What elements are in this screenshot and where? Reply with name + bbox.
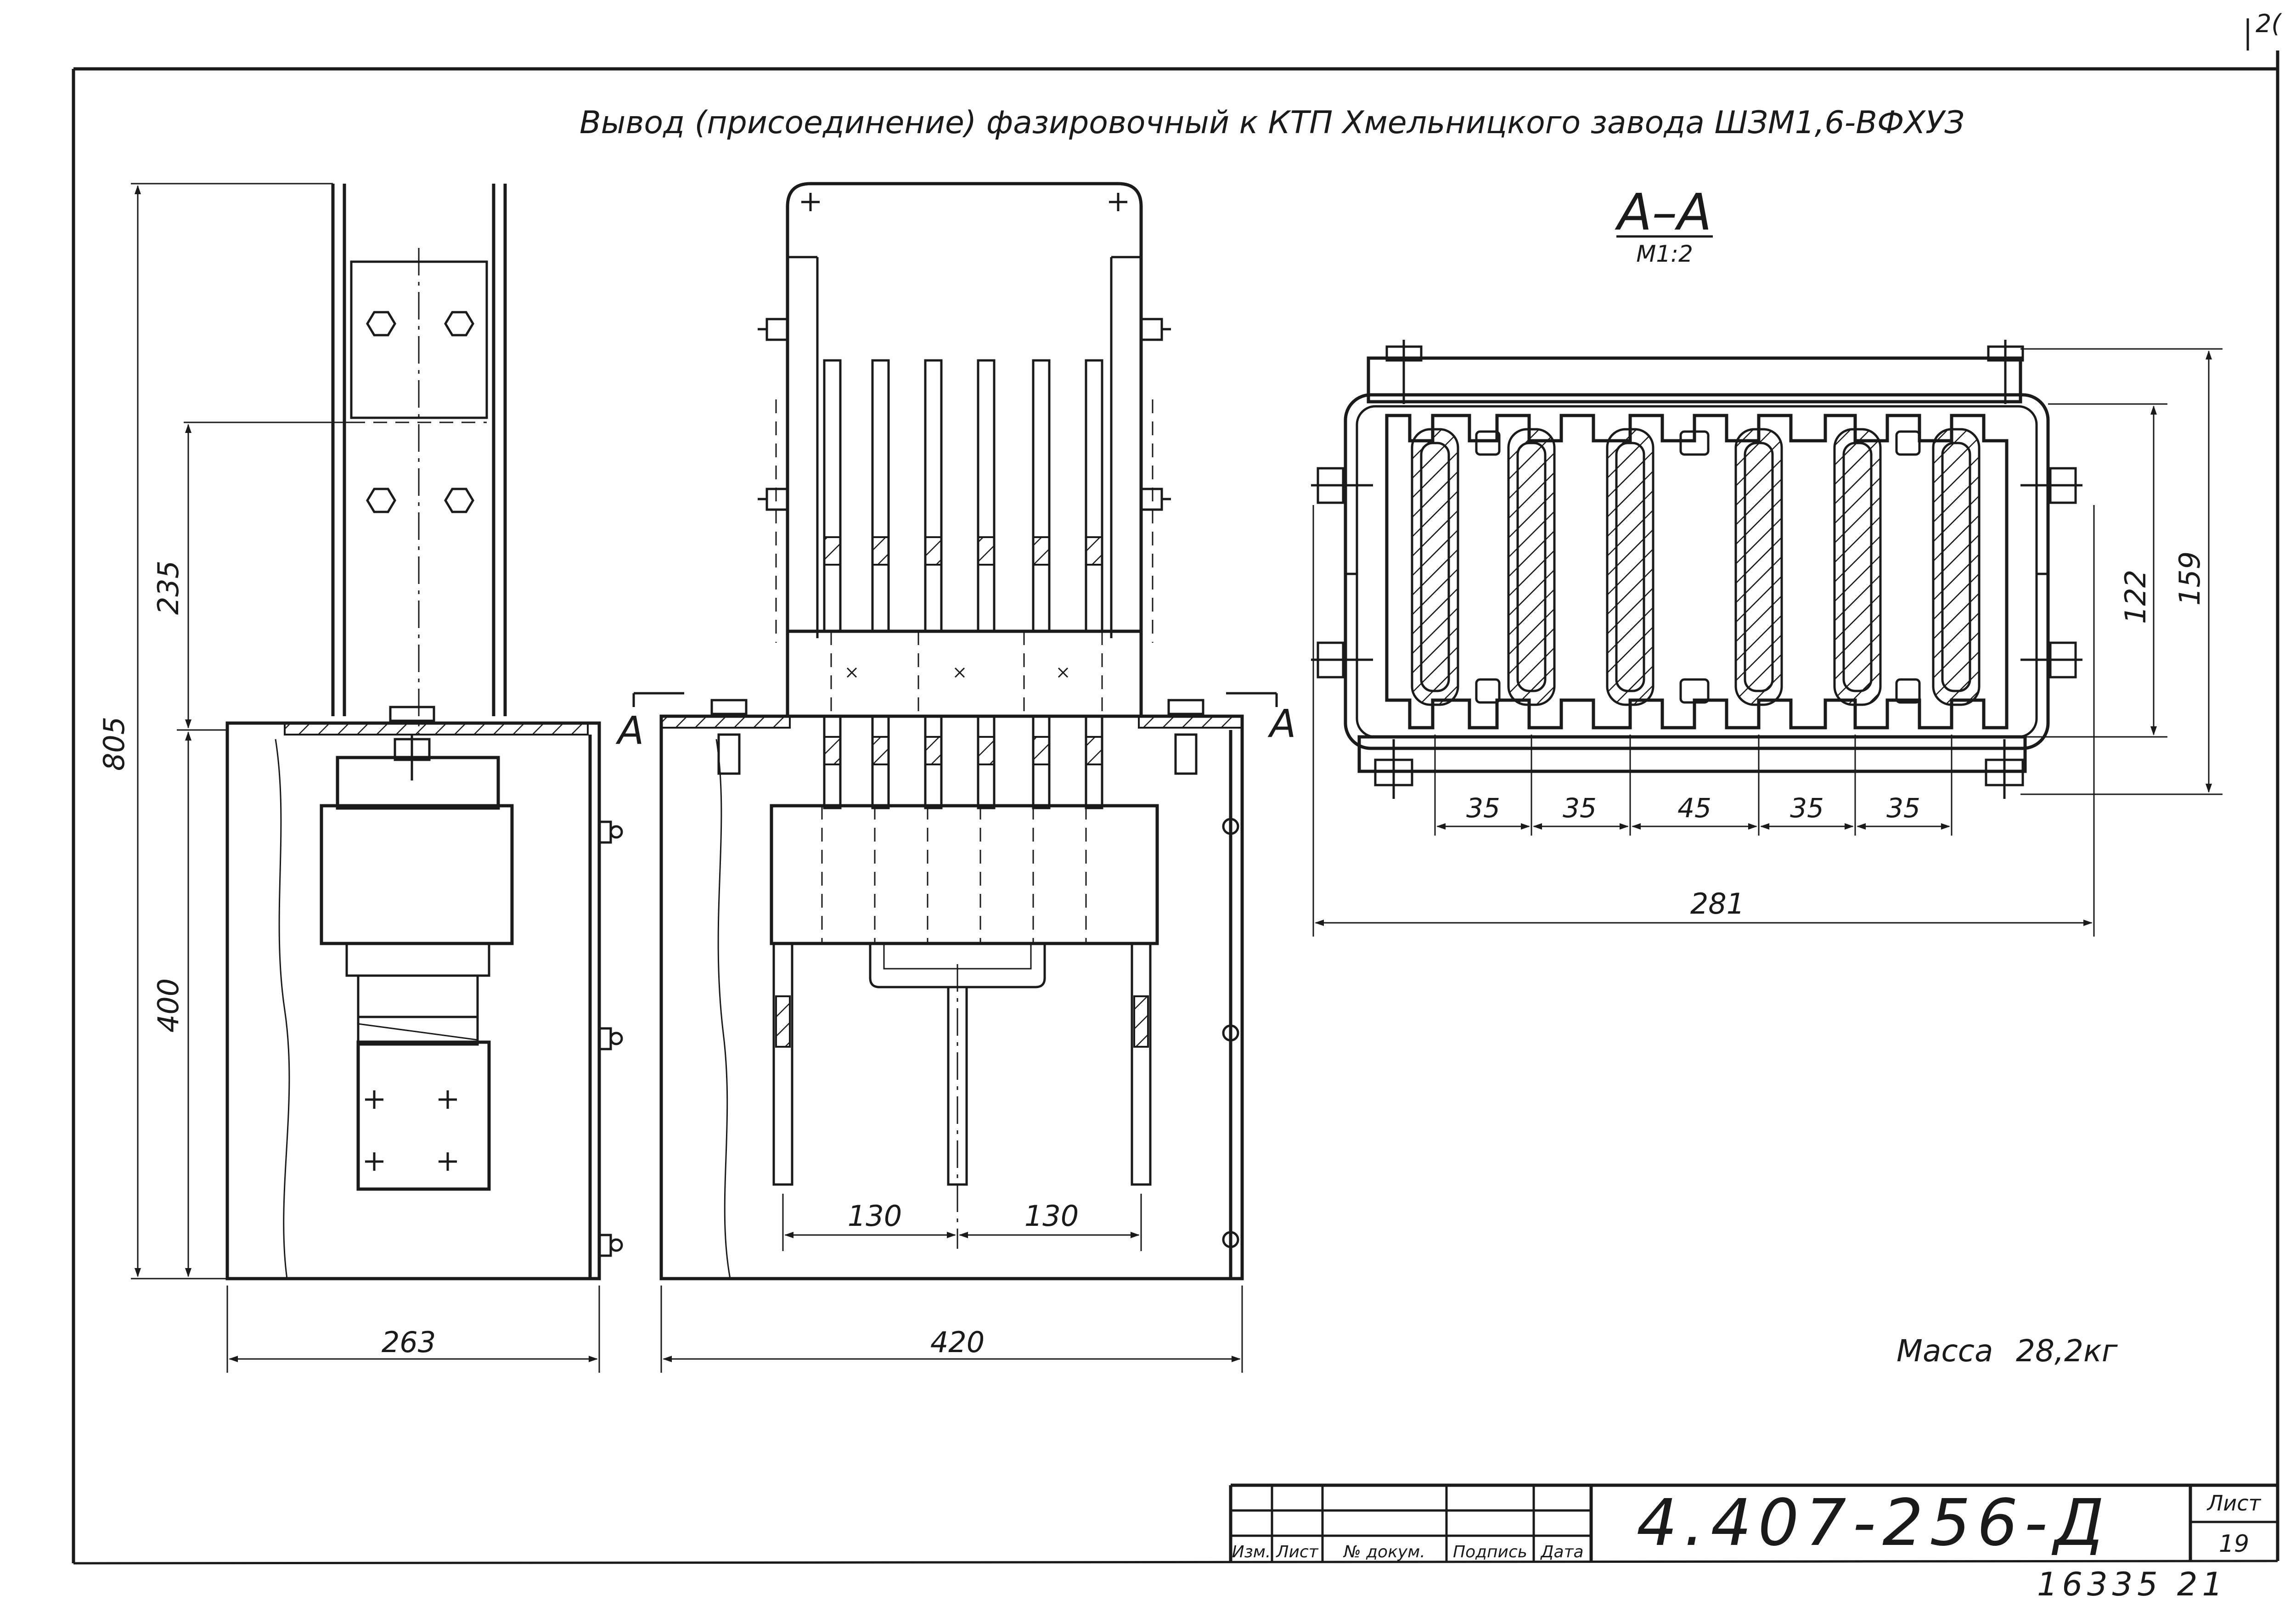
dim-section-pitch-3: 45	[1677, 792, 1711, 824]
side-view-dimensions	[131, 183, 600, 1373]
dim-section-pitch-4: 35	[1790, 792, 1824, 824]
dim-section-pitch-2: 35	[1563, 792, 1597, 824]
dim-section-pitch-1: 35	[1466, 792, 1500, 824]
dim-section-width: 281	[1690, 887, 1745, 921]
title-block-col-sign: Подпись	[1453, 1543, 1527, 1561]
section-scale: М1:2	[1636, 241, 1693, 267]
sheet-number: 19	[2219, 1530, 2249, 1558]
dim-front-left-span: 130	[848, 1199, 902, 1233]
front-side-bolts	[758, 318, 1171, 511]
bolt-holes	[365, 1090, 457, 1171]
contact-blades	[823, 359, 1103, 633]
section-conductors	[1411, 428, 1981, 706]
front-view-dimensions	[660, 1194, 1243, 1373]
section-bolts	[1311, 340, 2082, 799]
side-fasteners	[598, 820, 623, 1257]
title-block-col-date: Дата	[1540, 1543, 1583, 1561]
front-view	[632, 182, 1278, 1280]
sheet-label: Лист	[2206, 1491, 2262, 1516]
title-block-col-doc: № докум.	[1343, 1543, 1425, 1561]
title-block-col-list: Лист	[1275, 1543, 1318, 1561]
dim-side-total-height: 805	[97, 717, 131, 771]
section-spacers	[1475, 430, 1921, 704]
corner-mark: 2(	[2256, 9, 2282, 38]
dim-side-width: 263	[382, 1325, 436, 1359]
dim-front-width: 420	[930, 1325, 985, 1359]
title-block-col-izm: Изм.	[1232, 1543, 1271, 1561]
bolt-heads	[366, 311, 474, 513]
dim-section-height-inner: 122	[2119, 570, 2152, 624]
dim-side-upper: 235	[152, 561, 185, 615]
section-arrow-left: А	[615, 708, 644, 753]
side-view	[225, 184, 623, 1280]
dim-section-height-outer: 159	[2173, 551, 2206, 606]
drawing-title: Вывод (присоединение) фазировочный к КТП…	[580, 105, 1964, 141]
dim-side-lower: 400	[152, 978, 185, 1033]
document-number: 4.407-256-Д	[1637, 1486, 2110, 1561]
section-title: А–А	[1615, 183, 1712, 241]
dim-front-right-span: 130	[1024, 1199, 1079, 1233]
drawing-frame	[72, 18, 2279, 1565]
mass-value: 28,2кг	[2016, 1333, 2118, 1369]
section-arrow-right: А	[1267, 701, 1296, 746]
section-a-a	[1311, 340, 2082, 799]
title-block	[1229, 1483, 2278, 1561]
mass-label: Масса	[1896, 1333, 1993, 1369]
section-dimensions	[1312, 348, 2223, 937]
dim-section-pitch-5: 35	[1886, 792, 1920, 824]
footer-code: 16335 21	[2037, 1566, 2227, 1600]
